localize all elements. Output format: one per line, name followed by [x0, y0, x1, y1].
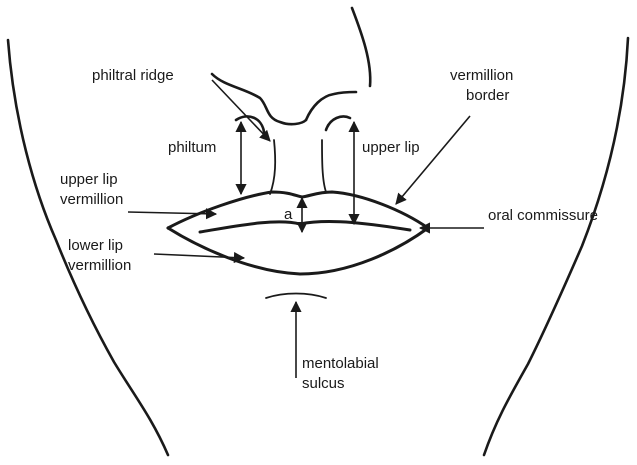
nose-left-wing: [210, 72, 308, 126]
label-oral-commissure: oral commissure: [488, 207, 598, 224]
arrow-upper-lip-vermillion: [127, 208, 218, 220]
label-lower-lip-vermillion-line2: vermillion: [68, 257, 131, 274]
nostril-left: [234, 115, 266, 134]
label-mentolabial-line1: mentolabial: [302, 355, 379, 372]
nose-bridge: [350, 6, 372, 88]
label-philtum: philtum: [168, 139, 216, 156]
label-border-line2: border: [466, 87, 509, 104]
mentolabial-sulcus-line: [265, 292, 327, 299]
label-upper-lip-vermillion-line2: vermillion: [60, 191, 123, 208]
nostril-right: [324, 115, 352, 132]
label-sulcus-line2: sulcus: [302, 375, 345, 392]
face-left-contour: [6, 38, 170, 457]
label-measure-a: a: [284, 206, 293, 223]
arrow-vermillion-border: [395, 115, 471, 205]
arrow-philtral-ridge: [211, 79, 271, 142]
nose-right-wing: [304, 90, 358, 122]
lower-lip-outline: [166, 226, 430, 276]
face-right-contour: [482, 36, 630, 457]
label-vermillion-line1: vermillion: [450, 67, 513, 84]
lip-line: [198, 220, 412, 234]
label-philtral-ridge: philtral ridge: [92, 67, 174, 84]
label-upper-lip: upper lip: [362, 139, 420, 156]
label-lower-lip-vermillion-line1: lower lip: [68, 237, 123, 254]
philtral-ridge-left: [269, 139, 277, 195]
philtral-ridge-right: [321, 139, 327, 193]
label-upper-lip-vermillion-line1: upper lip: [60, 171, 118, 188]
arrow-lower-lip-vermillion: [153, 251, 246, 264]
